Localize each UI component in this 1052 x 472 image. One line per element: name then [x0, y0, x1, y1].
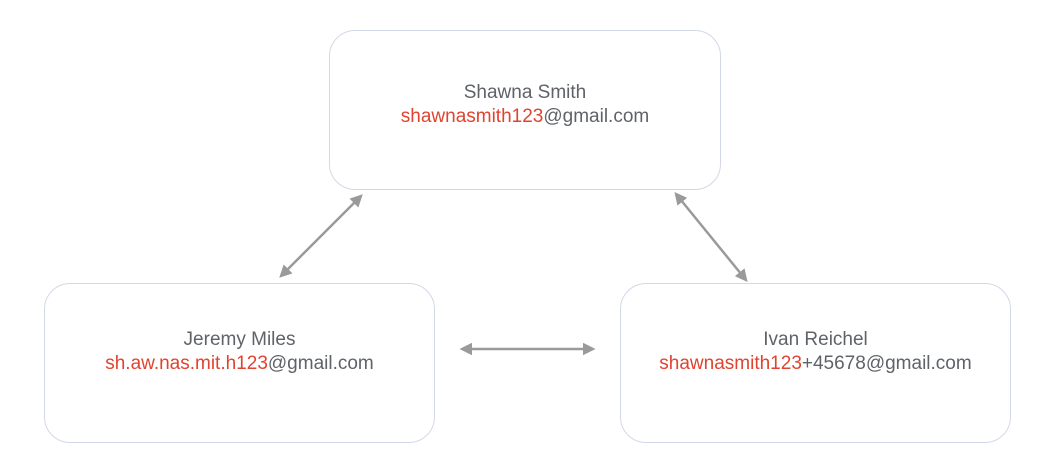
- contact-node-ivan-reichel: Ivan Reichel shawnasmith123+45678@gmail.…: [620, 283, 1011, 443]
- email-rest: @gmail.com: [267, 353, 374, 374]
- email-highlight: shawnasmith123: [400, 106, 544, 127]
- arrow-top-left: [279, 194, 363, 278]
- contact-email: shawnasmith123+45678@gmail.com: [659, 352, 971, 376]
- email-rest: +45678@gmail.com: [801, 353, 972, 374]
- contact-name: Jeremy Miles: [183, 329, 296, 350]
- email-rest: @gmail.com: [543, 106, 650, 127]
- email-highlight: shawnasmith123: [659, 353, 802, 374]
- contact-name: Ivan Reichel: [763, 329, 868, 350]
- arrow-top-right: [674, 192, 748, 282]
- contact-email: sh.aw.nas.mit.h123@gmail.com: [105, 352, 374, 376]
- contact-email: shawnasmith123@gmail.com: [401, 105, 649, 129]
- contact-name: Shawna Smith: [463, 82, 587, 103]
- contact-node-jeremy-miles: Jeremy Miles sh.aw.nas.mit.h123@gmail.co…: [44, 283, 435, 443]
- contact-node-shawna-smith: Shawna Smith shawnasmith123@gmail.com: [329, 30, 721, 190]
- email-highlight: sh.aw.nas.mit.h123: [105, 353, 268, 374]
